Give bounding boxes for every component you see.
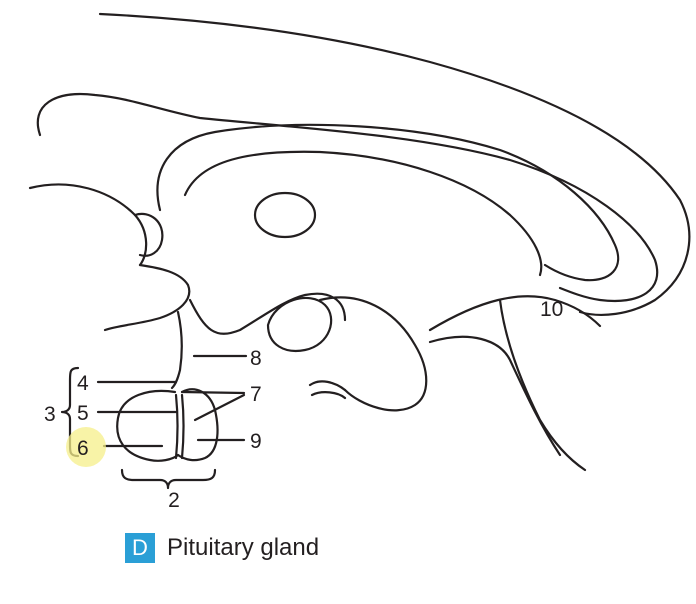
aqueduct-contour <box>428 335 562 457</box>
label-7: 7 <box>250 383 262 406</box>
optic-chiasm <box>133 212 164 257</box>
corpus-callosum-outer <box>36 93 659 302</box>
corpus-callosum-inner <box>156 123 620 282</box>
label-5: 5 <box>77 402 89 425</box>
fornix-arc <box>183 150 543 277</box>
pars-intermedia-line-2 <box>180 393 185 460</box>
frontal-contour <box>28 183 148 267</box>
caption-letter-badge: D <box>125 533 155 563</box>
oculomotor-nerve <box>308 380 347 400</box>
figure-caption: D Pituitary gland <box>125 533 319 563</box>
label-2: 2 <box>168 489 180 512</box>
label-3: 3 <box>44 403 56 426</box>
infundibulum-left <box>170 310 183 390</box>
posterior-contour <box>428 295 602 472</box>
label-6: 6 <box>77 437 89 460</box>
mammillary-body <box>266 296 333 352</box>
leader-7b <box>193 393 246 422</box>
pars-intermedia-line <box>174 393 179 460</box>
outer-brain-contour <box>98 12 691 316</box>
hypothalamus-contour <box>103 263 191 332</box>
caption-text: Pituitary gland <box>167 534 320 561</box>
interthalamic-adhesion <box>253 191 317 239</box>
label-4: 4 <box>77 372 89 395</box>
label-8: 8 <box>250 347 262 370</box>
adenohypophysis-lobe <box>116 389 180 462</box>
label-10: 10 <box>540 298 563 321</box>
bracket-2 <box>120 468 217 490</box>
label-9: 9 <box>250 430 262 453</box>
label-6-highlight <box>66 427 106 467</box>
brainstem-contour <box>318 296 428 412</box>
leader-7a <box>180 390 246 395</box>
